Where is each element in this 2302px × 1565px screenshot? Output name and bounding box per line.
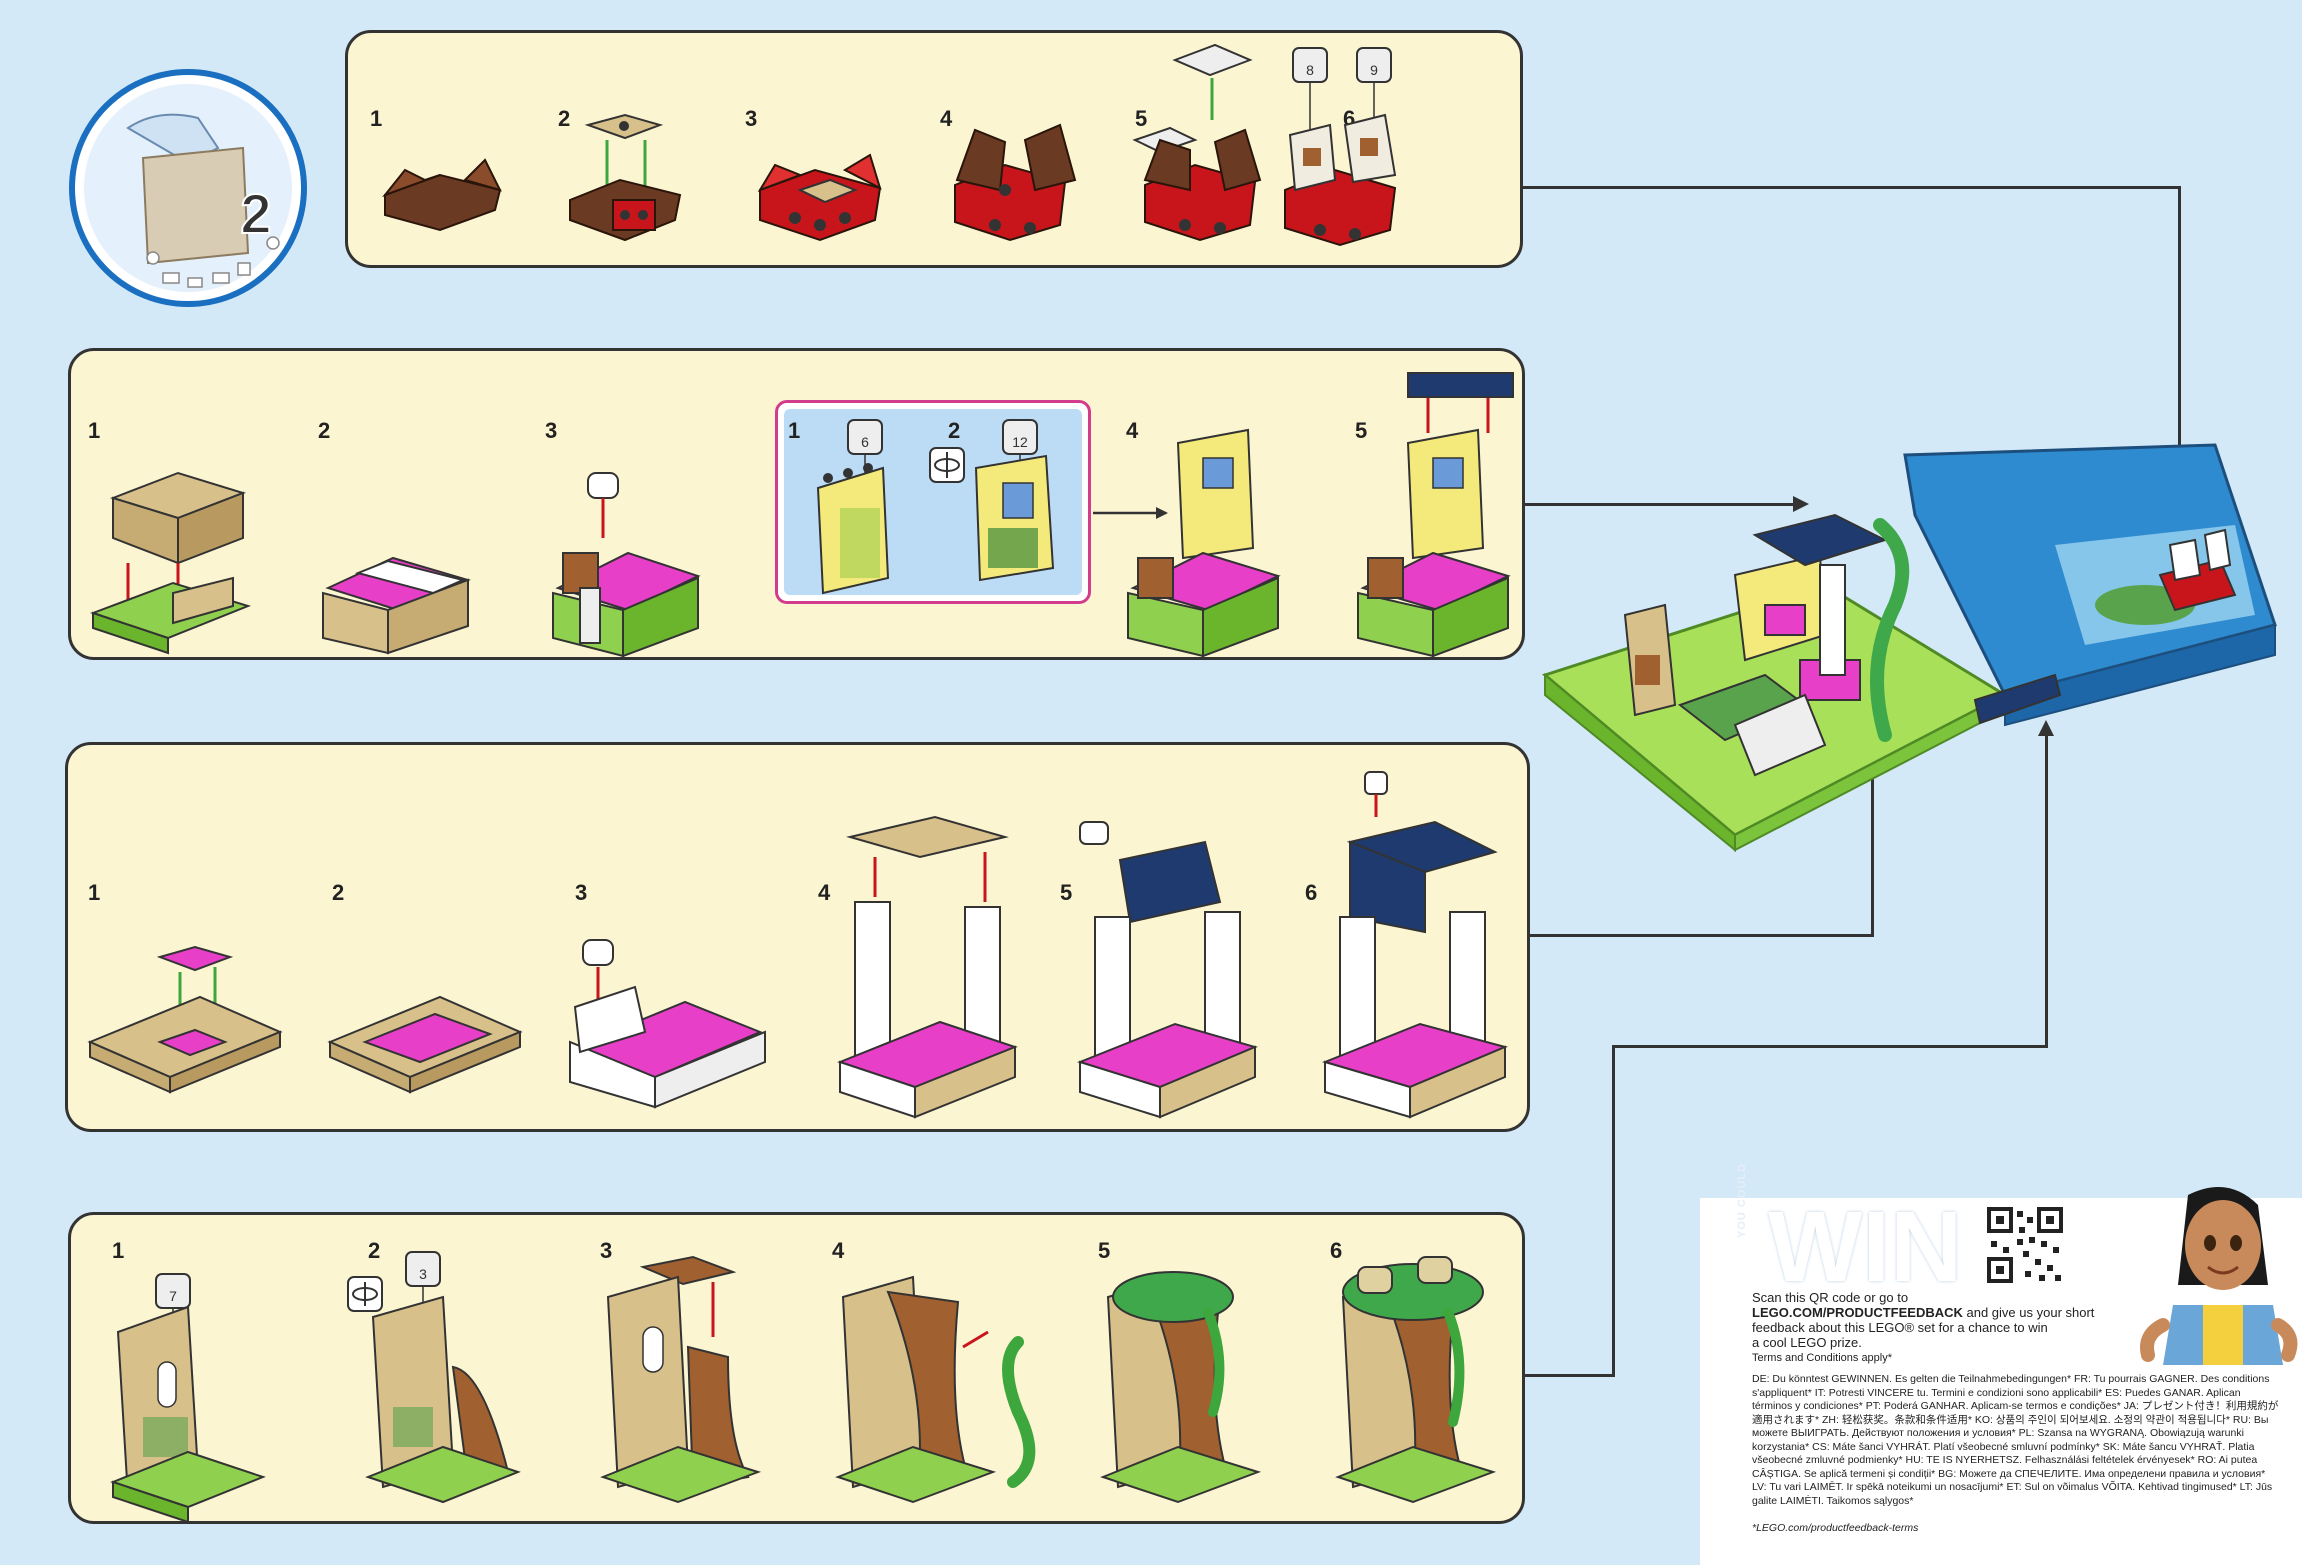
row1-model-3 xyxy=(760,155,880,240)
row3-model-5 xyxy=(1080,822,1255,1117)
minifigure-illustration xyxy=(2118,1175,2298,1365)
connector-row4-h xyxy=(1525,1374,1615,1377)
row4-model-1: 7 xyxy=(113,1274,263,1522)
bag-badge: 2 xyxy=(68,68,308,308)
row1-sticker-8: 8 xyxy=(1306,62,1314,78)
row4-illustrations: 7 3 xyxy=(68,1212,1525,1524)
row2-model-5 xyxy=(1358,373,1513,656)
row1-model-2 xyxy=(570,115,680,240)
connector-row1-h xyxy=(1523,186,2180,189)
connector-row4-v1 xyxy=(1612,1045,1615,1377)
row2-sticker-12: 12 xyxy=(1012,434,1028,450)
row2-subassembly-2: 12 xyxy=(976,420,1053,580)
rotate-icon xyxy=(930,448,964,482)
row3-model-6 xyxy=(1325,772,1505,1117)
row2-model-3 xyxy=(553,473,698,656)
promo-line-4: a cool LEGO prize. xyxy=(1752,1335,1862,1350)
row3-model-3 xyxy=(570,940,765,1107)
row1-model-4 xyxy=(955,125,1075,240)
row3-model-1 xyxy=(90,947,280,1092)
completed-storybook-model xyxy=(1535,405,2295,855)
row4-model-6 xyxy=(1338,1257,1493,1502)
connector-row3-h xyxy=(1530,934,1873,937)
connector-row4-h2 xyxy=(1612,1045,2048,1048)
row3-model-2 xyxy=(330,997,520,1092)
promo-headline: WIN xyxy=(1768,1190,1962,1305)
promo-line-2-rest: and give us your short xyxy=(1963,1305,2095,1320)
promo-legal-text: DE: Du könntest GEWINNEN. Es gelten die … xyxy=(1752,1373,2282,1508)
promo-line-3: feedback about this LEGO® set for a chan… xyxy=(1752,1320,2048,1335)
promo-terms: Terms and Conditions apply* xyxy=(1752,1352,1892,1364)
row2-model-4 xyxy=(1128,430,1278,656)
row3-model-4 xyxy=(840,817,1015,1117)
bag-number: 2 xyxy=(240,182,271,245)
row4-model-4 xyxy=(838,1277,1029,1502)
qr-code xyxy=(1985,1205,2065,1285)
row2-subassembly-1: 6 xyxy=(818,420,888,593)
row4-model-5 xyxy=(1103,1272,1258,1502)
promo-footnote: *LEGO.com/productfeedback-terms xyxy=(1752,1522,2282,1536)
promo-kicker: YOU COULD xyxy=(1736,1163,1748,1238)
row2-model-1 xyxy=(93,473,248,653)
row4-sticker-3: 3 xyxy=(419,1266,427,1282)
promo-link-text[interactable]: LEGO.COM/PRODUCTFEEDBACK xyxy=(1752,1305,1963,1320)
row4-model-2: 3 xyxy=(348,1252,518,1502)
row4-sticker-7: 7 xyxy=(169,1288,177,1304)
row4-model-3 xyxy=(603,1257,758,1502)
row1-illustrations: 8 9 xyxy=(345,30,1523,268)
row1-model-6: 8 9 xyxy=(1285,48,1395,245)
promo-line-2: LEGO.COM/PRODUCTFEEDBACK and give us you… xyxy=(1752,1305,2094,1320)
row2-sticker-6: 6 xyxy=(861,434,869,450)
row3-illustrations xyxy=(65,742,1530,1132)
row2-illustrations: 6 12 xyxy=(68,348,1525,660)
row2-model-2 xyxy=(323,558,468,653)
row1-sticker-9: 9 xyxy=(1370,62,1378,78)
promo-line-1: Scan this QR code or go to xyxy=(1752,1290,1908,1305)
row1-model-1 xyxy=(385,160,500,230)
